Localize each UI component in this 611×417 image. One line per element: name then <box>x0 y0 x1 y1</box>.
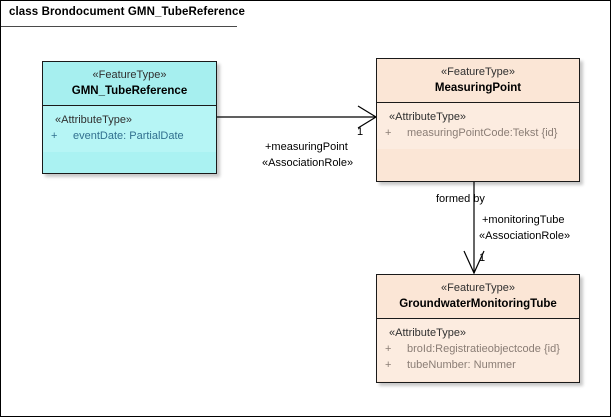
class-name: GroundwaterMonitoringTube <box>399 298 557 310</box>
class-header-gmn-tubereference: «FeatureType» GMN_TubeReference <box>43 62 216 106</box>
attribute-text: tubeNumber: Nummer <box>407 359 516 371</box>
attribute-row: + eventDate: PartialDate <box>49 128 212 144</box>
class-box-measuringpoint[interactable]: «FeatureType» MeasuringPoint «AttributeT… <box>376 58 580 182</box>
class-attributes-gmn-tubereference: «AttributeType» + eventDate: PartialDate <box>43 106 216 152</box>
attribute-stereotype: «AttributeType» <box>55 114 133 126</box>
association-role-measuringpoint: +measuringPoint <box>265 141 348 153</box>
association-multiplicity-measuringpoint: 1 <box>357 126 364 138</box>
attribute-visibility: + <box>385 359 392 371</box>
class-stereotype: «FeatureType» <box>92 69 167 81</box>
class-name: GMN_TubeReference <box>71 85 188 97</box>
association-role-stereotype-measuringpoint: «AssociationRole» <box>262 157 354 169</box>
association-role-monitoringtube: +monitoringTube <box>482 214 565 226</box>
attribute-stereotype: «AttributeType» <box>389 111 467 123</box>
attribute-text: broId:Registratieobjectcode {id} <box>407 343 560 355</box>
class-box-groundwatermonitoringtube[interactable]: «FeatureType» GroundwaterMonitoringTube … <box>376 274 580 383</box>
attribute-text: measuringPointCode:Tekst {id} <box>407 127 558 139</box>
association-name-formed-by: formed by <box>436 193 485 205</box>
association-role-stereotype-monitoringtube: «AssociationRole» <box>479 230 571 242</box>
association-multiplicity-monitoringtube: 1 <box>479 252 486 264</box>
class-header-measuringpoint: «FeatureType» MeasuringPoint <box>377 59 579 103</box>
attribute-stereotype: «AttributeType» <box>389 327 467 339</box>
attribute-row: + measuringPointCode:Tekst {id} <box>383 125 575 141</box>
class-header-groundwatermonitoringtube: «FeatureType» GroundwaterMonitoringTube <box>377 275 579 319</box>
class-stereotype: «FeatureType» <box>441 66 515 78</box>
attribute-row: + tubeNumber: Nummer <box>383 357 575 373</box>
attribute-text: eventDate: PartialDate <box>73 130 184 142</box>
attribute-visibility: + <box>385 343 392 355</box>
class-box-gmn-tubereference[interactable]: «FeatureType» GMN_TubeReference «Attribu… <box>42 61 217 174</box>
diagram-frame-tab: class Brondocument GMN_TubeReference <box>1 1 265 27</box>
attribute-visibility: + <box>51 130 58 142</box>
class-attributes-measuringpoint: «AttributeType» + measuringPointCode:Tek… <box>377 103 579 149</box>
attribute-visibility: + <box>385 127 392 139</box>
diagram-frame-tab-corner <box>237 1 265 27</box>
class-name: MeasuringPoint <box>434 82 522 94</box>
diagram-title: class Brondocument GMN_TubeReference <box>9 6 245 18</box>
class-stereotype: «FeatureType» <box>441 282 515 294</box>
class-attributes-groundwatermonitoringtube: «AttributeType» + broId:Registratieobjec… <box>377 319 579 381</box>
attribute-row: + broId:Registratieobjectcode {id} <box>383 341 575 357</box>
